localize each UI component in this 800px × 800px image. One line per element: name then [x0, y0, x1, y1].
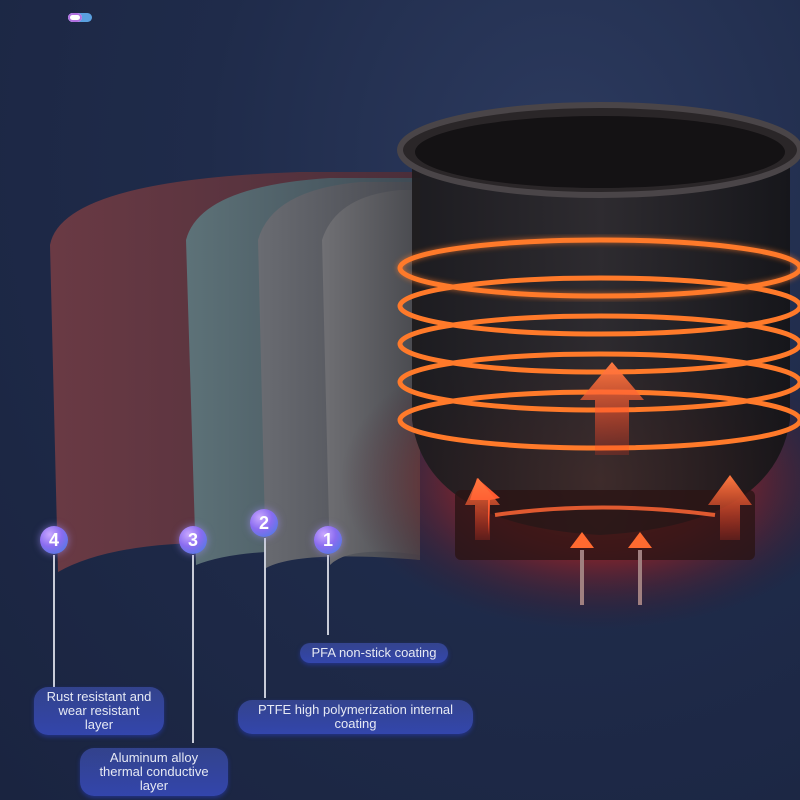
heat-arrow-left-up — [465, 478, 500, 540]
badge-layer-4: 4 — [40, 526, 68, 554]
heat-arrow-probe-right — [628, 532, 652, 548]
badge-layer-2: 2 — [250, 509, 278, 537]
heat-arrow-right-up — [708, 475, 752, 540]
leader-line-1 — [327, 555, 329, 635]
badge-layer-1: 1 — [314, 526, 342, 554]
badge-layer-3: 3 — [179, 526, 207, 554]
label-layer-4: Rust resistant and wear resistant layer — [34, 687, 164, 735]
label-layer-1: PFA non-stick coating — [300, 643, 448, 663]
heating-plate — [494, 505, 716, 517]
leader-line-4 — [53, 555, 55, 687]
label-layer-2: PTFE high polymerization internal coatin… — [238, 700, 473, 734]
leader-line-3 — [192, 555, 194, 743]
pot-base — [455, 490, 755, 560]
heat-arrow-probe-left — [570, 532, 594, 548]
pot-body — [412, 160, 790, 535]
label-layer-3: Aluminum alloy thermal conductive layer — [80, 748, 228, 796]
temperature-probes — [580, 550, 642, 605]
leader-line-2 — [264, 538, 266, 698]
toggle-indicator — [68, 13, 92, 22]
heat-arrow-center — [580, 362, 644, 455]
